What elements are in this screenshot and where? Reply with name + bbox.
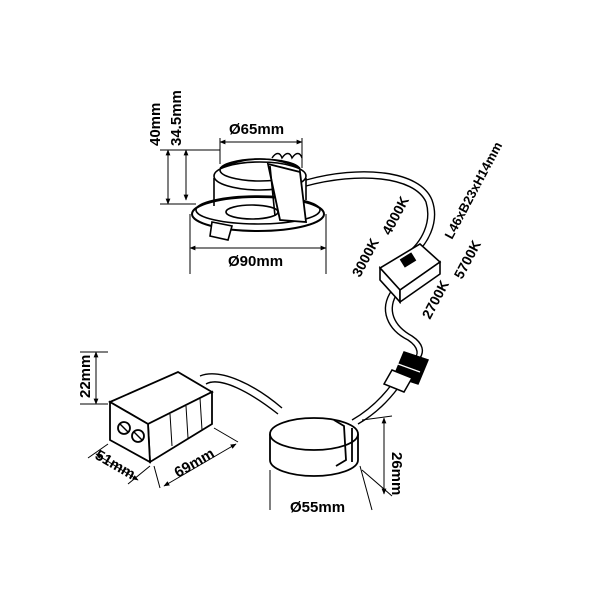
cct-4000k-label: 4000K (379, 193, 413, 237)
dim-box-height: 22mm (77, 355, 94, 398)
downlight-dimension-lines (160, 138, 327, 274)
driver-dimension-lines (269, 415, 393, 511)
connector-illustration (382, 351, 430, 393)
switch-size-label: L46xB23xH14mm (441, 139, 505, 241)
dim-cutout-diameter: Ø65mm (229, 121, 284, 138)
cct-5700k-label: 5700K (451, 237, 485, 281)
cct-switch-illustration (378, 243, 442, 305)
dim-box-length: 69mm (172, 445, 218, 481)
dim-height-body: 34.5mm (168, 90, 185, 146)
junction-box-illustration (108, 370, 214, 464)
downlight-illustration (191, 152, 325, 241)
box-dimension-lines (80, 351, 239, 489)
cables (199, 171, 436, 425)
dim-driver-height: 26mm (388, 452, 405, 495)
dim-outer-diameter: Ø90mm (228, 253, 283, 270)
driver-illustration (269, 417, 359, 477)
cct-3000k-label: 3000K (349, 235, 383, 279)
dim-driver-diameter: Ø55mm (290, 499, 345, 516)
dim-height-total: 40mm (147, 103, 164, 146)
